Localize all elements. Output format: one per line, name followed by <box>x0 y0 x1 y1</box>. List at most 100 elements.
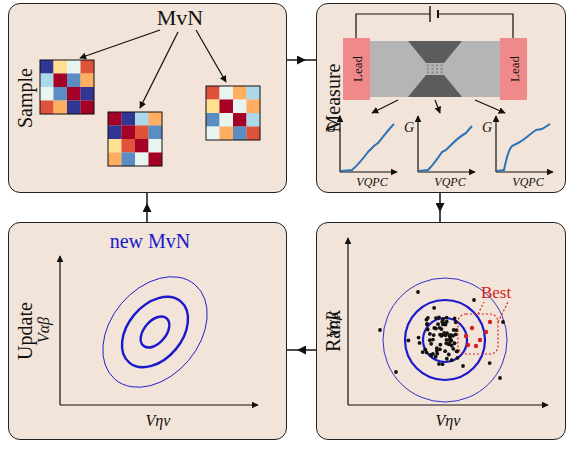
matrix-cell <box>108 126 122 140</box>
sample-dot <box>426 316 430 320</box>
matrix-cell <box>206 86 220 100</box>
sample-dot <box>394 370 398 374</box>
sample-dot <box>498 376 502 380</box>
grid-dot <box>427 68 429 70</box>
matrix-cell <box>81 74 95 88</box>
matrix-cell <box>67 60 81 74</box>
sample-dot <box>441 362 445 366</box>
sample-dot <box>434 316 438 320</box>
sample-dot <box>472 298 476 302</box>
matrix-cell <box>233 127 247 141</box>
best-dot <box>470 326 474 330</box>
sample-dot <box>378 328 382 332</box>
matrix-cell <box>67 74 81 88</box>
matrix-cell <box>149 153 163 167</box>
grid-dot <box>436 72 438 74</box>
diagram-label: VQPC <box>434 176 465 188</box>
sample-dot <box>449 333 453 337</box>
conductance-plots <box>340 116 553 172</box>
grid-dot <box>432 72 434 74</box>
sample-dot <box>440 320 444 324</box>
best-dot <box>464 334 468 338</box>
sample-dot <box>429 342 433 346</box>
best-dot <box>478 338 482 342</box>
sample-dot <box>454 320 458 324</box>
grid-dot <box>427 65 429 67</box>
grid-dot <box>432 68 434 70</box>
sample-dot <box>438 343 442 347</box>
matrix-cell <box>54 74 68 88</box>
diagram-label: MvN <box>157 7 203 29</box>
best-dot <box>466 343 470 347</box>
covariance-matrices <box>40 60 260 166</box>
sample-dot <box>416 290 420 294</box>
diagram-label: Lead <box>507 56 520 82</box>
sample-dot <box>454 332 458 336</box>
matrix-cell <box>135 112 149 126</box>
sample-dot <box>431 352 435 356</box>
sample-dot <box>445 316 449 320</box>
sample-dot <box>443 349 447 353</box>
best-dot <box>474 344 478 348</box>
diagram-label: Vαβ <box>36 317 52 343</box>
sample-dot <box>421 350 425 354</box>
rank-contours <box>383 278 507 402</box>
sample-dot <box>448 334 452 338</box>
sample-dot <box>450 358 454 362</box>
matrix-frame <box>40 60 94 114</box>
best-dot <box>484 330 488 334</box>
sample-dot <box>428 338 432 342</box>
matrix-cell <box>40 101 54 115</box>
flow-arrow <box>287 59 316 61</box>
matrix-cell <box>149 139 163 153</box>
matrix-cell <box>220 100 234 114</box>
matrix-frame <box>206 86 260 140</box>
matrix-cell <box>233 100 247 114</box>
matrix-cell <box>135 153 149 167</box>
matrix-cell <box>220 113 234 127</box>
diagram-label: G <box>482 121 492 135</box>
sample-dot <box>425 322 429 326</box>
best-dot <box>488 320 492 324</box>
sample-dot <box>437 362 441 366</box>
diagram-label: new MvN <box>110 231 191 251</box>
sample-dot <box>425 322 429 326</box>
matrix-cell <box>233 86 247 100</box>
grid-dot <box>436 68 438 70</box>
matrix-cell <box>206 113 220 127</box>
sample-dot <box>447 353 451 357</box>
matrix-cell <box>135 126 149 140</box>
matrix-cell <box>67 87 81 101</box>
sample-dot <box>445 338 449 342</box>
sample-dot <box>455 349 459 353</box>
sample-dot <box>440 327 444 331</box>
sample-dot <box>417 336 421 340</box>
sample-dot <box>456 356 460 360</box>
matrix-cell <box>247 113 261 127</box>
diagram-label: Lead <box>350 56 363 82</box>
sample-dot <box>432 306 436 310</box>
diagram-label: G <box>404 121 414 135</box>
flow-arrow <box>146 193 148 222</box>
matrix-cell <box>247 86 261 100</box>
sample-dot <box>436 322 440 326</box>
matrix-cell <box>206 127 220 141</box>
diagram-label: VQPC <box>356 176 387 188</box>
flow-arrow <box>439 193 441 222</box>
sample-dot <box>445 357 449 361</box>
device-arrows <box>372 100 505 113</box>
grid-dot <box>432 65 434 67</box>
matrix-cell <box>220 127 234 141</box>
matrix-cell <box>122 153 136 167</box>
grid-dot <box>441 65 443 67</box>
matrix-cell <box>54 101 68 115</box>
matrix-frame <box>108 112 162 166</box>
sample-dot <box>501 320 505 324</box>
matrix-cell <box>67 101 81 115</box>
matrix-cell <box>108 153 122 167</box>
sample-dot <box>428 332 432 336</box>
diagram-label: Best <box>481 284 511 301</box>
